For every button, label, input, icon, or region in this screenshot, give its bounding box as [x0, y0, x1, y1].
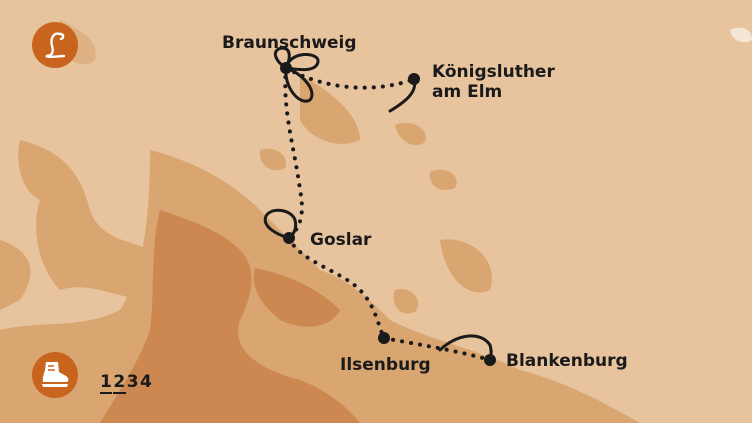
- city-label-blankenburg[interactable]: Blankenburg: [506, 351, 628, 371]
- city-label-koenigslutter[interactable]: Königsluther am Elm: [432, 62, 555, 102]
- city-label-braunschweig[interactable]: Braunschweig: [222, 33, 357, 53]
- script-letter-l-icon: [45, 32, 66, 59]
- city-dot-braunschweig[interactable]: [280, 62, 292, 74]
- brand-badge: [32, 22, 78, 68]
- difficulty-level-2: 2: [113, 372, 126, 394]
- difficulty-level-3: 3: [126, 372, 140, 392]
- city-label-ilsenburg[interactable]: Ilsenburg: [340, 355, 431, 375]
- hiking-boot-icon: [42, 362, 69, 387]
- city-dot-ilsenburg[interactable]: [378, 332, 390, 344]
- city-label-goslar[interactable]: Goslar: [310, 230, 372, 250]
- city-dot-koenigslutter[interactable]: [408, 73, 420, 85]
- difficulty-badge: [32, 352, 78, 398]
- city-dot-goslar[interactable]: [283, 232, 295, 244]
- city-dot-blankenburg[interactable]: [484, 354, 496, 366]
- difficulty-scale: 1234: [100, 372, 153, 394]
- difficulty-level-4: 4: [140, 372, 153, 392]
- difficulty-level-1: 1: [100, 372, 113, 394]
